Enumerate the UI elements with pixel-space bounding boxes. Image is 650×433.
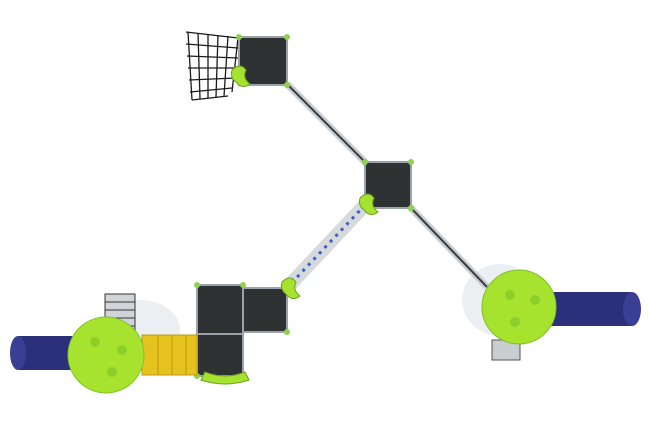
crawl-tube bbox=[141, 334, 198, 376]
deck-top bbox=[238, 36, 288, 86]
deck-left-a bbox=[196, 284, 244, 335]
green-climbers bbox=[200, 65, 379, 385]
right-roof-dome bbox=[481, 269, 557, 345]
right-slide bbox=[548, 292, 641, 326]
deck-left-c bbox=[196, 333, 244, 377]
deck-left-b bbox=[242, 287, 288, 333]
dome-dimples-left bbox=[90, 337, 127, 377]
deck-middle bbox=[364, 161, 412, 209]
left-roof-dome bbox=[67, 316, 145, 394]
cargo-net bbox=[185, 31, 239, 101]
tube-rings bbox=[157, 335, 187, 375]
bridges bbox=[279, 81, 490, 295]
decks bbox=[196, 36, 412, 377]
dome-dimples-right bbox=[505, 290, 540, 327]
